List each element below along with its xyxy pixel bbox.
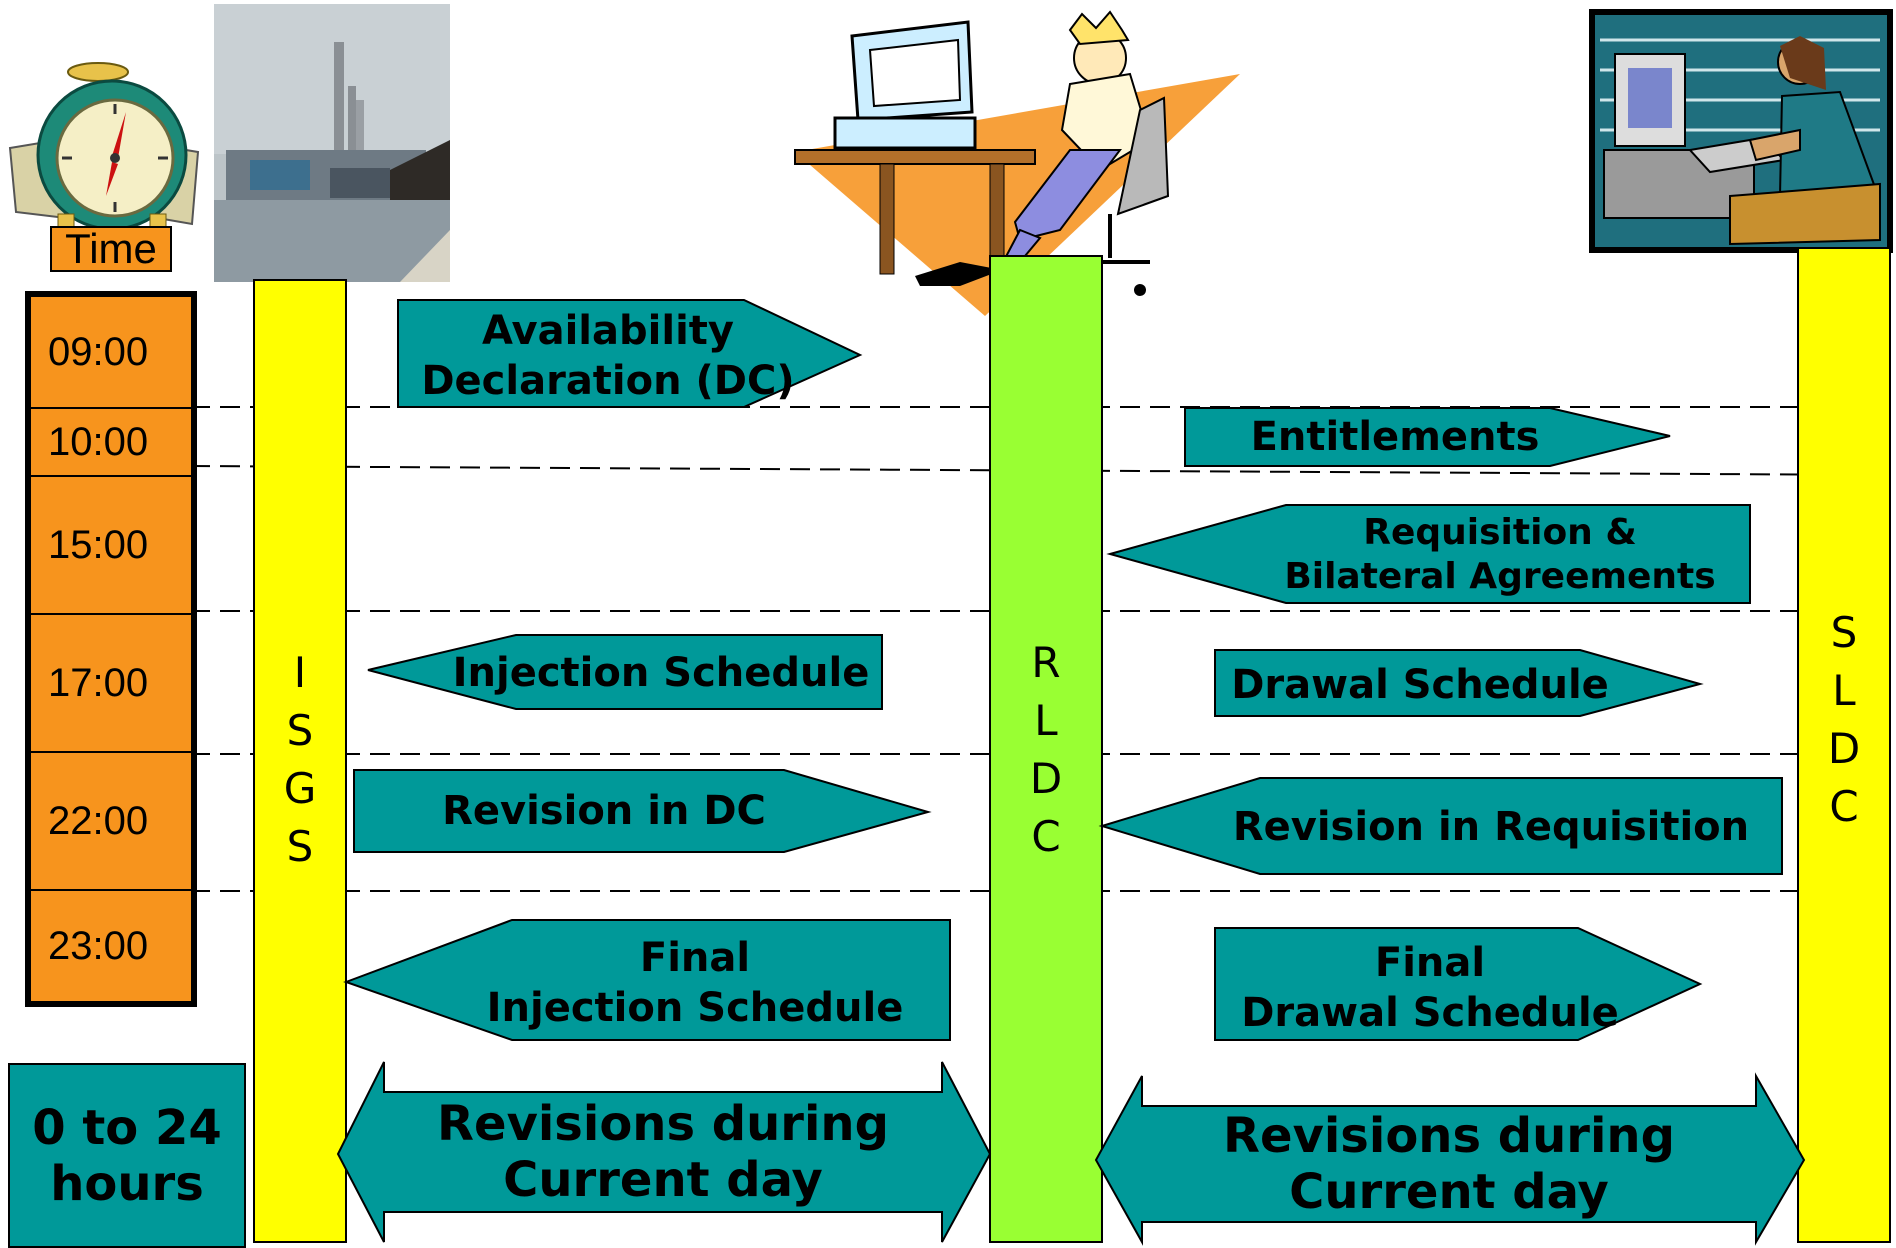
isgs-bar (253, 279, 347, 1243)
time-slot-1500: 15:00 (48, 522, 149, 567)
drawal-schedule-arrow (1214, 649, 1704, 717)
time-column (25, 291, 197, 1007)
injection-schedule-arrow (367, 634, 883, 710)
isgs-label: I S G S (283, 648, 317, 871)
duration-box: 0 to 24 hours (8, 1063, 246, 1248)
time-slot-1000: 10:00 (48, 419, 149, 464)
power-plant-photo (214, 4, 450, 282)
sldc-bar (1797, 247, 1891, 1243)
alarm-clock-icon (8, 62, 200, 231)
sldc-operator-clipart (1589, 9, 1893, 253)
rldc-operator-clipart (794, 10, 1240, 316)
rldc-bar (989, 255, 1103, 1243)
time-header: Time (50, 226, 172, 272)
time-slot-1700: 17:00 (48, 660, 149, 705)
revisions-left-arrow (336, 1061, 992, 1243)
revision-requisition-arrow (1098, 777, 1783, 875)
sldc-label: S L D C (1827, 608, 1861, 831)
rldc-label: R L D C (1029, 638, 1063, 861)
revision-dc-arrow (353, 769, 932, 853)
entitlements-arrow (1184, 407, 1671, 467)
time-slot-0900: 09:00 (48, 329, 149, 374)
time-slot-2300: 23:00 (48, 923, 149, 968)
availability-dc-arrow (397, 299, 863, 408)
duration-box-label: 0 to 24 hours (10, 1065, 244, 1246)
final-injection-arrow (343, 919, 951, 1041)
final-drawal-arrow (1214, 927, 1703, 1041)
duration-line-1: 0 to 24 (32, 1099, 222, 1156)
revisions-right-arrow (1094, 1072, 1806, 1246)
requisition-arrow (1106, 504, 1751, 604)
time-slot-2200: 22:00 (48, 798, 149, 843)
duration-line-2: hours (50, 1155, 204, 1212)
